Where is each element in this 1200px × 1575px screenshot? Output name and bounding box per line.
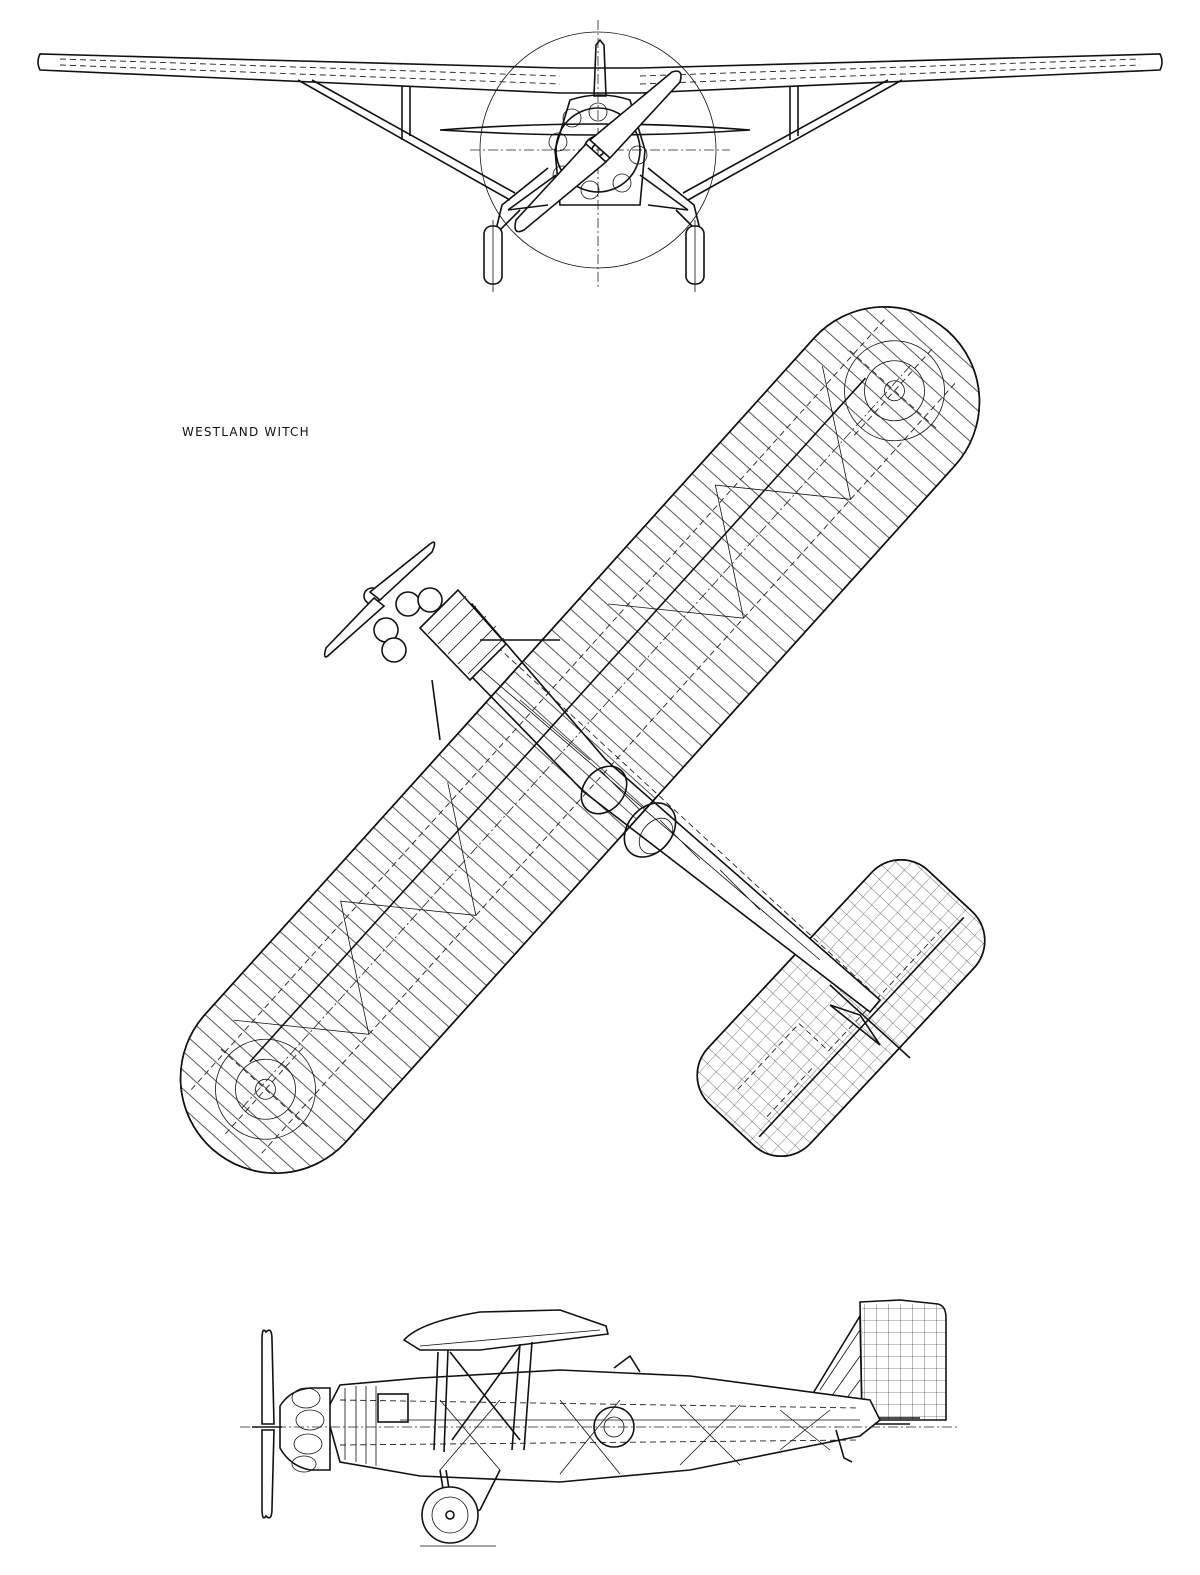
side-view-landing-gear <box>420 1469 501 1547</box>
front-view <box>37 20 1163 292</box>
plan-view-strut <box>431 639 560 741</box>
front-view-wing-struts <box>297 79 903 201</box>
plan-view-propeller <box>323 541 436 658</box>
side-view <box>240 1299 960 1547</box>
front-view-propeller <box>514 70 682 233</box>
front-view-wing <box>37 53 1163 94</box>
front-view-undercarriage <box>483 167 705 292</box>
plan-view-engine <box>363 587 508 682</box>
plan-view <box>179 306 986 1174</box>
drawing-title: WESTLAND WITCH <box>182 425 310 439</box>
front-view-tailplane <box>439 123 751 136</box>
side-view-fuselage <box>325 1369 882 1483</box>
front-view-fuselage <box>554 94 646 206</box>
side-view-engine <box>279 1387 331 1473</box>
side-view-wing <box>402 1309 609 1351</box>
plan-view-wing <box>179 306 981 1174</box>
side-view-propeller <box>261 1329 275 1519</box>
side-view-fin-rudder <box>811 1299 947 1421</box>
